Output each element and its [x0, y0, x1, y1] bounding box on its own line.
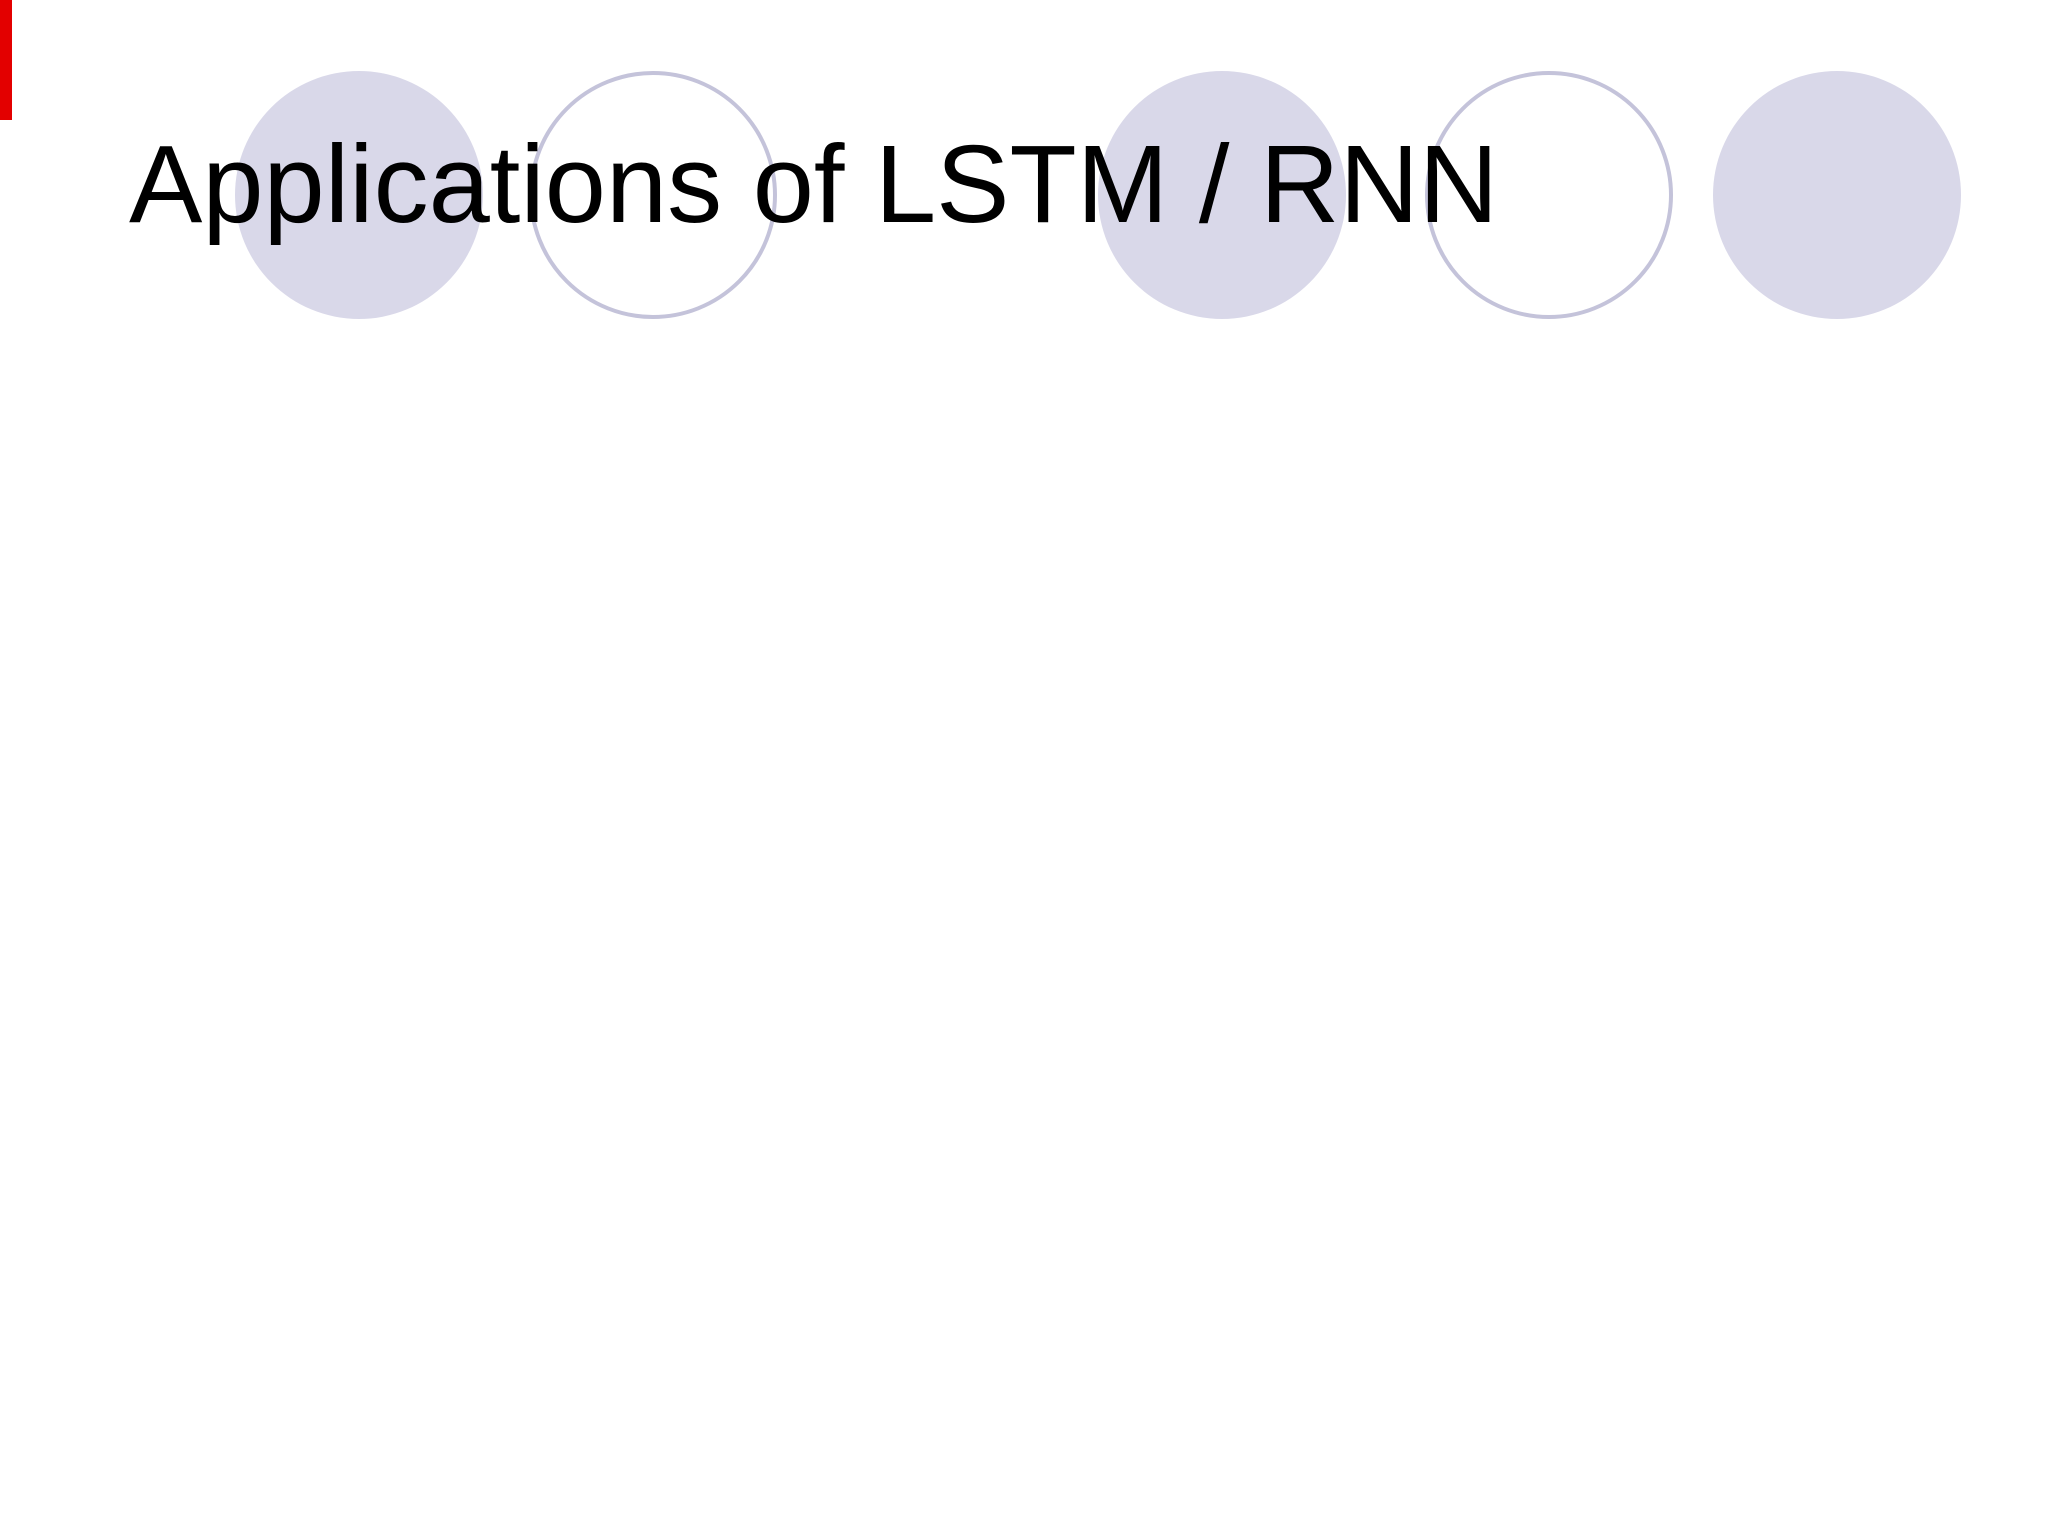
decor-circle-outlined-1 [529, 71, 777, 319]
slide-title: Applications of LSTM / RNN [129, 123, 1499, 246]
red-edge-marker [0, 0, 12, 120]
decor-circle-filled-1 [235, 71, 483, 319]
decor-circle-outlined-2 [1425, 71, 1673, 319]
decor-circle-filled-3 [1713, 71, 1961, 319]
decor-circle-filled-2 [1098, 71, 1346, 319]
